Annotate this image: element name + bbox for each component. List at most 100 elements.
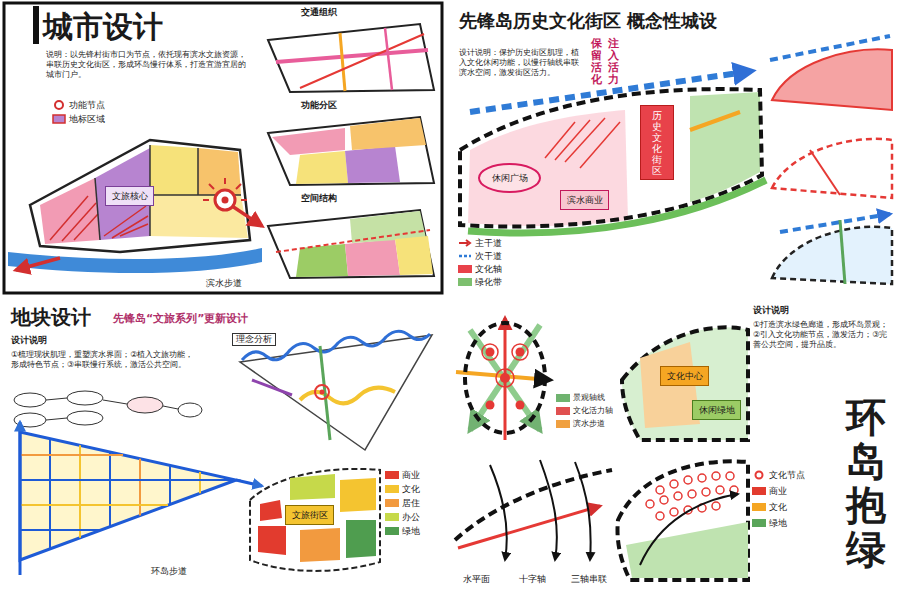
panel-green-ring-part-part: [496, 369, 514, 387]
mini-function-plan-part: [345, 146, 400, 183]
panel-green-ring-part: [486, 348, 525, 410]
panel-block-design-part: [346, 520, 376, 558]
panel-green-ring-part-part: [726, 472, 734, 480]
panel-block-design-part-part: [109, 452, 111, 527]
mini-diagram-part: [810, 150, 840, 195]
legend-item: 滨水步道: [556, 419, 606, 429]
legend-swatch: [556, 420, 570, 428]
panel-green-ring-part-part: [500, 373, 510, 383]
vertical-title: 保留活化: [590, 38, 603, 86]
panel-block-design: [0, 300, 446, 600]
legend-text: 文化: [402, 484, 420, 495]
panel-green-ring-part-part: [712, 472, 720, 480]
mini-diagram-part: [772, 139, 892, 198]
panel-urban-design-part-part: [236, 184, 241, 189]
mini-space-plan-part: [395, 236, 433, 275]
panel-historic-district-part: [690, 112, 740, 130]
mini-space-plan-part: [268, 210, 434, 278]
panel-block-design-part: [240, 335, 432, 450]
mini-space-plan: [268, 210, 434, 278]
panel-block-design-part-part: [163, 406, 178, 409]
legend-text: 主干道: [475, 238, 502, 249]
mini-diagram-part: [770, 36, 890, 60]
legend-text: 商业: [402, 470, 420, 481]
zone-oval: 休闲广场: [478, 163, 541, 193]
panel-green-ring-part-part: [656, 486, 664, 494]
panel-green-ring-part-part: [684, 476, 692, 484]
legend-swatch: [556, 407, 570, 415]
panel-urban-design-part: [198, 148, 241, 195]
zone-block: 休闲绿地: [692, 400, 741, 420]
mini-traffic-plan: [268, 24, 434, 92]
panel-block-design-part: [300, 388, 395, 404]
mini-function-plan-part: [272, 128, 345, 155]
panel-block-design-part: [258, 526, 286, 555]
panel-historic-district: [450, 0, 900, 296]
panel-green-ring-part-part: [674, 492, 682, 500]
annotation-label: 理念分析: [232, 333, 276, 346]
legend-item: 绿地: [752, 518, 788, 529]
panel-green-ring-part-part: [656, 512, 664, 520]
panel-block-design-part-part: [67, 411, 103, 425]
legend-text: 办公: [402, 512, 420, 523]
legend-swatch: [385, 471, 399, 479]
panel-block-design-part: [20, 439, 236, 549]
panel-green-ring-part-part: [486, 348, 495, 357]
legend-symbol: [458, 251, 472, 261]
legend-item: 主干道: [458, 238, 503, 249]
legend-item: 文化活力轴: [556, 406, 614, 416]
legend-text: 地标区域: [69, 114, 105, 125]
mini-traffic-plan-part: [340, 33, 345, 91]
legend-swatch: [385, 499, 399, 507]
panel-green-ring-part-part: [646, 500, 654, 508]
panel-block-design-part-part: [14, 393, 46, 407]
legend-text: 次干道: [475, 251, 502, 262]
legend-symbol-shape: [55, 101, 63, 109]
panel-title: 城市设计: [42, 8, 164, 46]
panel-block-design-part: [340, 478, 376, 512]
panel-block-design-part: [250, 469, 380, 571]
legend-swatch: [385, 513, 399, 521]
panel-green-ring-part: [626, 522, 748, 578]
panel-urban-design-part: [150, 145, 198, 195]
mini-space-plan-part: [276, 230, 430, 252]
legend-symbol-shape: [459, 240, 470, 246]
panel-block-design-part-part: [199, 472, 201, 493]
mini-traffic-plan-part: [268, 24, 434, 92]
panel-urban-design-part: [203, 178, 247, 200]
annotation-label: 空间结构: [300, 193, 338, 204]
legend-symbol-shape: [53, 115, 65, 123]
panel-block-design-part-part: [20, 504, 168, 506]
annotation-label: 三轴串联: [570, 574, 608, 585]
panel-block-design-part: [0, 300, 446, 600]
panel-urban-design-part: [95, 148, 150, 240]
panel-block-design-part-part: [178, 403, 202, 417]
panel-block-design-part-part: [127, 397, 163, 413]
zone-block: 文旅核心: [105, 186, 154, 206]
legend-text: 绿地: [769, 518, 787, 529]
panel-urban-design-part: [232, 206, 262, 226]
annotation-label: 先锋岛历史文化街区 概念性城设: [458, 10, 718, 33]
panel-block-design-part-part: [103, 400, 127, 404]
zone-block: 历史文化街区: [640, 105, 674, 180]
legend-text: 文化: [769, 502, 787, 513]
legend-item: 绿地: [385, 526, 421, 537]
mini-diagram-part: [772, 227, 892, 284]
annotation-label: 设计说明: [752, 305, 790, 316]
legend-text: 绿化带: [475, 277, 502, 288]
note-text: ①打造滨水绿色廊道，形成环岛景观；②引入文化功能节点，激发活力；③完善公共空间，…: [752, 320, 892, 350]
panel-green-ring-part-part: [688, 490, 696, 498]
legend-swatch: [458, 265, 472, 273]
legend-text: 景观轴线: [573, 393, 605, 403]
legend-item: 文化节点: [752, 470, 806, 481]
legend-swatch: [752, 519, 766, 527]
panel-block-design-part: [19, 422, 22, 575]
vertical-title: 环岛抱绿: [845, 395, 887, 571]
panel-block-design-part: [236, 480, 262, 486]
legend-text: 文化轴: [475, 264, 502, 275]
legend-item: 地标区域: [52, 114, 106, 125]
legend-text: 居住: [402, 498, 420, 509]
legend-swatch: [752, 487, 766, 495]
panel-urban-design: [0, 0, 446, 296]
panel-block-design-part-part: [139, 459, 141, 516]
